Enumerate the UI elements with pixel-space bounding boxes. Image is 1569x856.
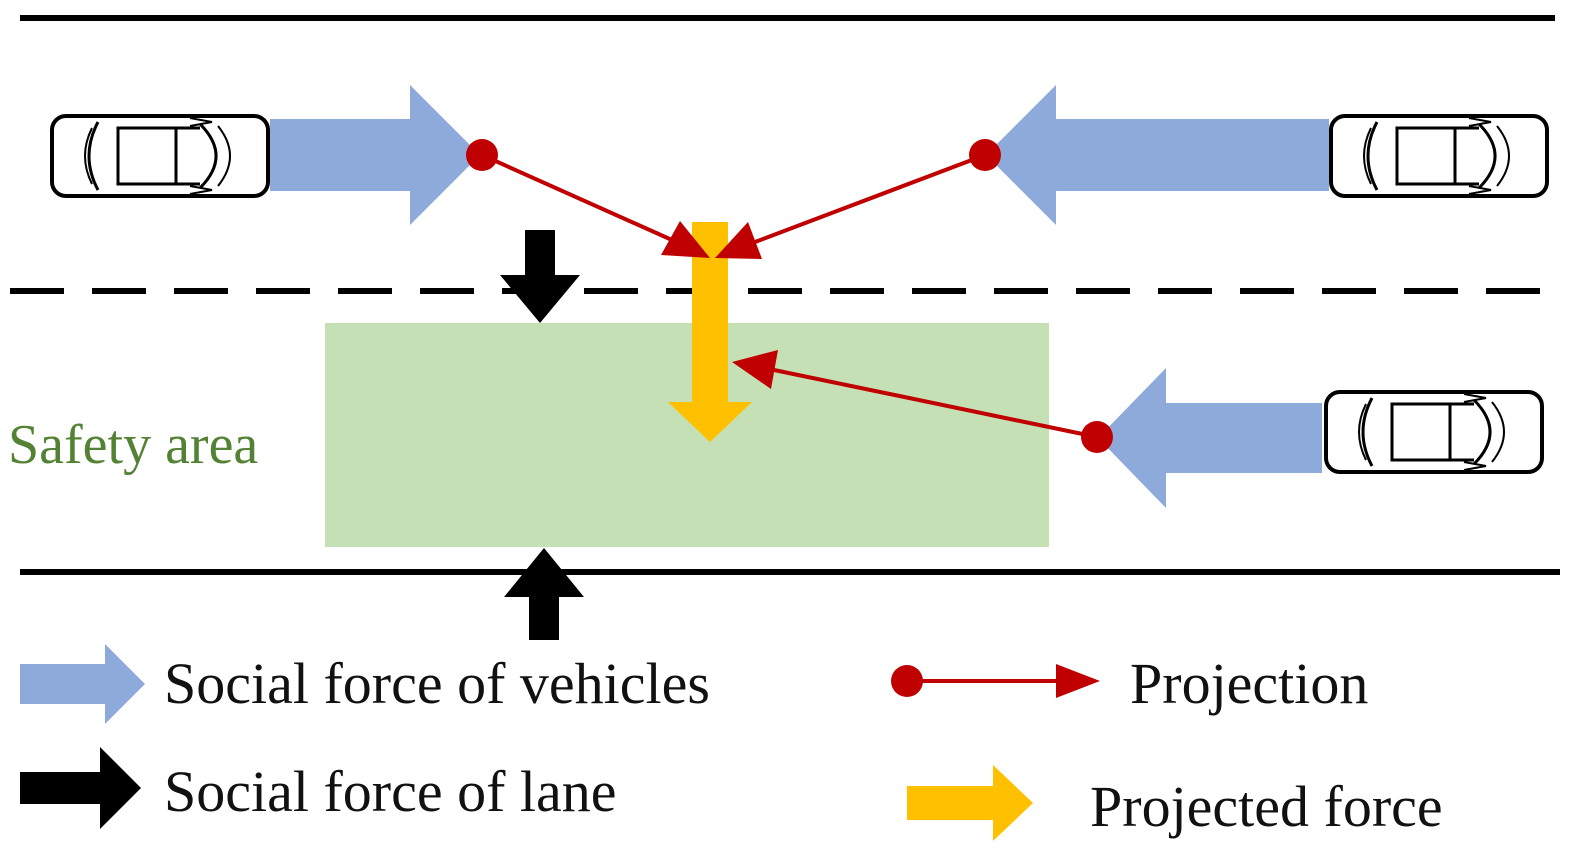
vehicle-top-left xyxy=(50,114,270,198)
vehicle-force-arrow-top-left xyxy=(270,85,480,225)
lane-force-arrow-top xyxy=(500,230,580,323)
legend-label-projected-force: Projected force xyxy=(1090,774,1443,839)
projection-lines xyxy=(466,139,1113,453)
vehicle-top-right xyxy=(1329,114,1549,198)
legend-lane-force-icon xyxy=(20,747,141,829)
safety-area xyxy=(325,323,1049,547)
vehicle-bottom-right xyxy=(1324,390,1544,474)
legend-label-projection: Projection xyxy=(1130,651,1369,716)
lane-force-arrow-bottom xyxy=(504,548,584,640)
safety-area-label: Safety area xyxy=(8,414,259,476)
projected-force-arrow xyxy=(668,222,752,442)
vehicle-force-arrow-bottom-right xyxy=(1098,368,1322,508)
legend-vehicle-force-icon xyxy=(20,644,145,724)
legend-projection-icon xyxy=(891,664,1100,698)
legend-projected-force-icon xyxy=(907,765,1033,841)
legend-label-lane-force: Social force of lane xyxy=(164,759,617,824)
vehicle-force-arrow-top-right xyxy=(986,85,1329,225)
legend-label-vehicle-force: Social force of vehicles xyxy=(164,651,710,716)
